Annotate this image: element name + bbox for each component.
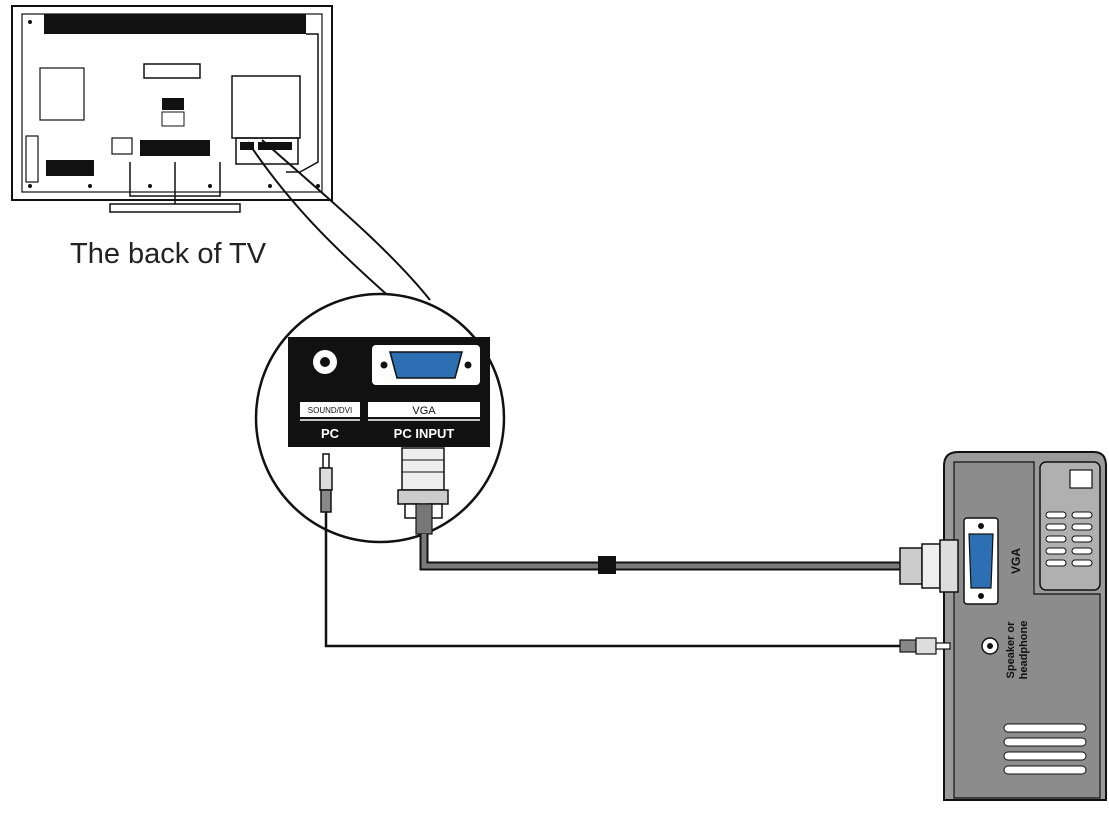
tv-back	[11, 5, 333, 213]
tv-brand-logo-frame	[143, 63, 201, 79]
pc-audio-label-line2: headphone	[1018, 621, 1030, 680]
audio-port-group-label: PC	[321, 426, 340, 441]
tv-port-panel: SOUND/DVI VGA PC PC INPUT	[288, 337, 490, 447]
power-socket-icon	[1069, 469, 1093, 489]
pc-vga-label: VGA	[1009, 548, 1023, 574]
vga-cable	[419, 534, 900, 574]
pc-audio-plug-icon	[899, 637, 951, 655]
computer-back: VGA Speaker or headphone	[943, 451, 1107, 801]
audio-cable	[324, 512, 900, 648]
pc-vga-plug-icon	[899, 539, 959, 593]
vga-port-label: VGA	[412, 405, 436, 417]
audio-plug-icon	[319, 453, 333, 513]
vga-port-group-label: PC INPUT	[394, 426, 455, 441]
ferrite-core-icon	[598, 556, 616, 574]
vga-plug-icon	[397, 447, 449, 535]
tv-back-caption: The back of TV	[70, 238, 267, 270]
audio-port-label: SOUND/DVI	[308, 406, 352, 415]
pc-audio-label-line1: Speaker or	[1005, 621, 1017, 679]
